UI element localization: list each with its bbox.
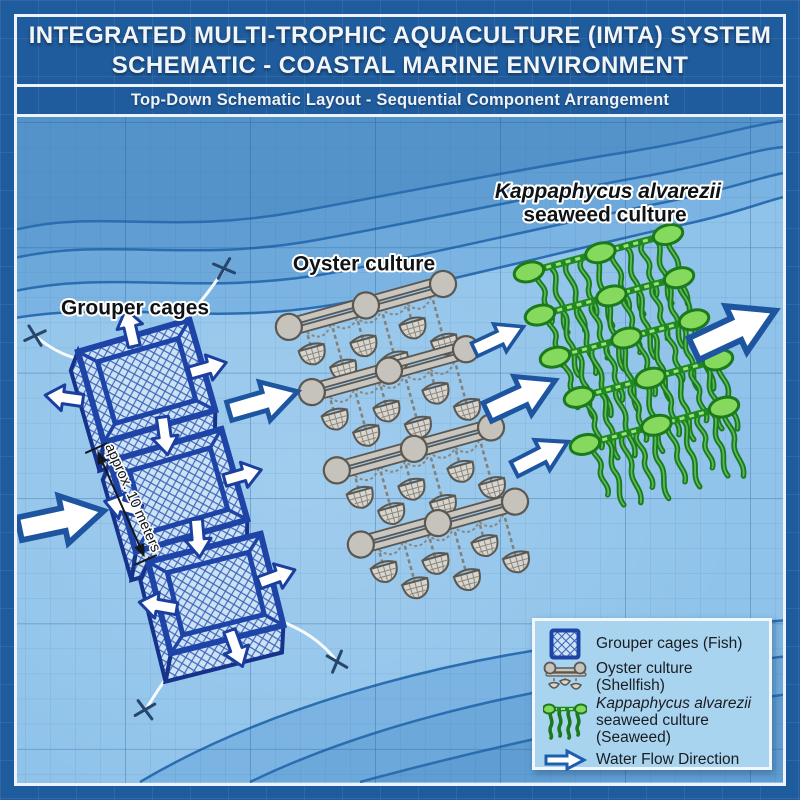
oyster-line-icon — [543, 660, 587, 694]
flow-arrow-icon — [543, 747, 587, 773]
seaweed-species-label: Kappaphycus alvarezii — [495, 180, 722, 203]
title-banner: INTEGRATED MULTI-TROPHIC AQUACULTURE (IM… — [17, 17, 783, 87]
legend-item-grouper: Grouper cages (Fish) — [543, 628, 761, 660]
legend-item-flow: Water Flow Direction — [543, 747, 761, 773]
grouper-cages-label: Grouper cages — [61, 297, 209, 320]
seaweed-icon — [543, 702, 587, 740]
legend-box: Grouper cages (Fish) Oyster culture (She… — [532, 618, 772, 773]
legend-label: Oyster culture (Shellfish) — [596, 660, 693, 695]
page-title-line2: SCHEMATIC - COASTAL MARINE ENVIRONMENT — [111, 51, 689, 79]
page-title-line1: INTEGRATED MULTI-TROPHIC AQUACULTURE (IM… — [28, 21, 772, 49]
legend-label: Grouper cages (Fish) — [596, 635, 743, 653]
legend-seaweed-text: seaweed culture (Seaweed) — [596, 712, 709, 747]
legend-item-seaweed: Kappaphycus alvarezii seaweed culture (S… — [543, 695, 761, 747]
page-subtitle: Top-Down Schematic Layout - Sequential C… — [130, 91, 670, 109]
oyster-culture-label: Oyster culture — [293, 252, 435, 275]
legend-label: Kappaphycus alvarezii seaweed culture (S… — [596, 695, 761, 747]
legend-seaweed-species: Kappaphycus alvarezii — [596, 694, 752, 712]
legend-label: Water Flow Direction — [596, 751, 740, 769]
subtitle-banner: Top-Down Schematic Layout - Sequential C… — [17, 87, 783, 117]
seaweed-culture-label: seaweed culture — [523, 203, 686, 226]
legend-item-oyster: Oyster culture (Shellfish) — [543, 660, 761, 695]
grouper-cage-icon — [543, 628, 587, 660]
